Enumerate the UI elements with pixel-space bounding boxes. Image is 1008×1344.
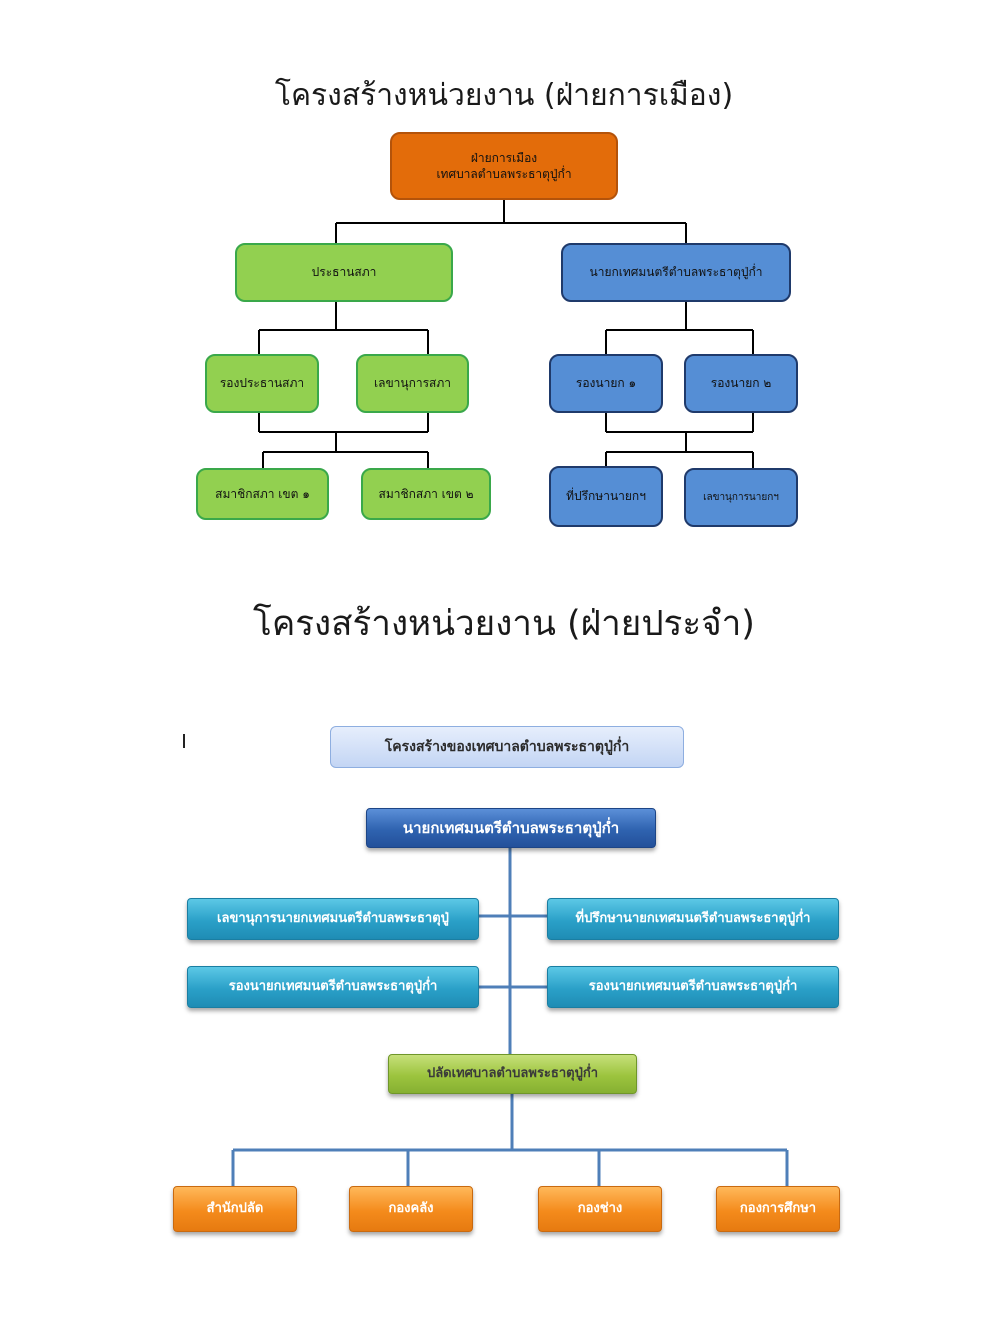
structure-header-node: โครงสร้างของเทศบาลตำบลพระธาตุปู่ก่ำ [330,726,684,768]
mayor-advisor-main-node: ที่ปรึกษานายกเทศมนตรีตำบลพระธาตุปู่ก่ำ [547,898,839,940]
chart2-connectors [231,846,789,1188]
deputy-mayor-1-node: รองนายก ๑ [549,354,663,413]
department-office-of-clerk: สำนักปลัด [173,1186,297,1232]
mayor-node: นายกเทศมนตรีตำบลพระธาตุปู่ก่ำ [561,243,791,302]
council-chair-node: ประธานสภา [235,243,453,302]
mayor-secretary-main-node: เลขานุการนายกเทศมนตรีตำบลพระธาตุปู่ [187,898,479,940]
chart1-connectors [258,200,754,470]
department-finance: กองคลัง [349,1186,473,1232]
root-node: ฝ่ายการเมือง เทศบาลตำบลพระธาตุปู่ก่ำ [390,132,618,200]
root-node-line1: ฝ่ายการเมือง [470,150,538,165]
mayor-advisor-node: ที่ปรึกษานายกฯ [549,466,663,527]
council-member-zone1-node: สมาชิกสภา เขต ๑ [196,468,329,520]
root-node-line2: เทศบาลตำบลพระธาตุปู่ก่ำ [436,167,572,181]
deputy-mayor-left-node: รองนายกเทศมนตรีตำบลพระธาตุปู่ก่ำ [187,966,479,1008]
text-cursor-mark [183,734,185,748]
chart1-title: โครงสร้างหน่วยงาน (ฝ่ายการเมือง) [274,78,734,113]
council-secretary-node: เลขานุการสภา [356,354,469,413]
department-education: กองการศึกษา [716,1186,840,1232]
vice-chair-node: รองประธานสภา [205,354,319,413]
council-member-zone2-node: สมาชิกสภา เขต ๒ [361,468,491,520]
municipal-clerk-node: ปลัดเทศบาลตำบลพระธาตุปู่ก่ำ [388,1054,637,1094]
deputy-mayor-right-node: รองนายกเทศมนตรีตำบลพระธาตุปู่ก่ำ [547,966,839,1008]
deputy-mayor-2-node: รองนายก ๒ [684,354,798,413]
chart2-title: โครงสร้างหน่วยงาน (ฝ่ายประจำ) [253,604,755,644]
mayor-main-node: นายกเทศมนตรีตำบลพระธาตุปู่ก่ำ [366,808,656,848]
mayor-secretary-node: เลขานุการนายกฯ [684,468,798,527]
department-engineering: กองช่าง [538,1186,662,1232]
